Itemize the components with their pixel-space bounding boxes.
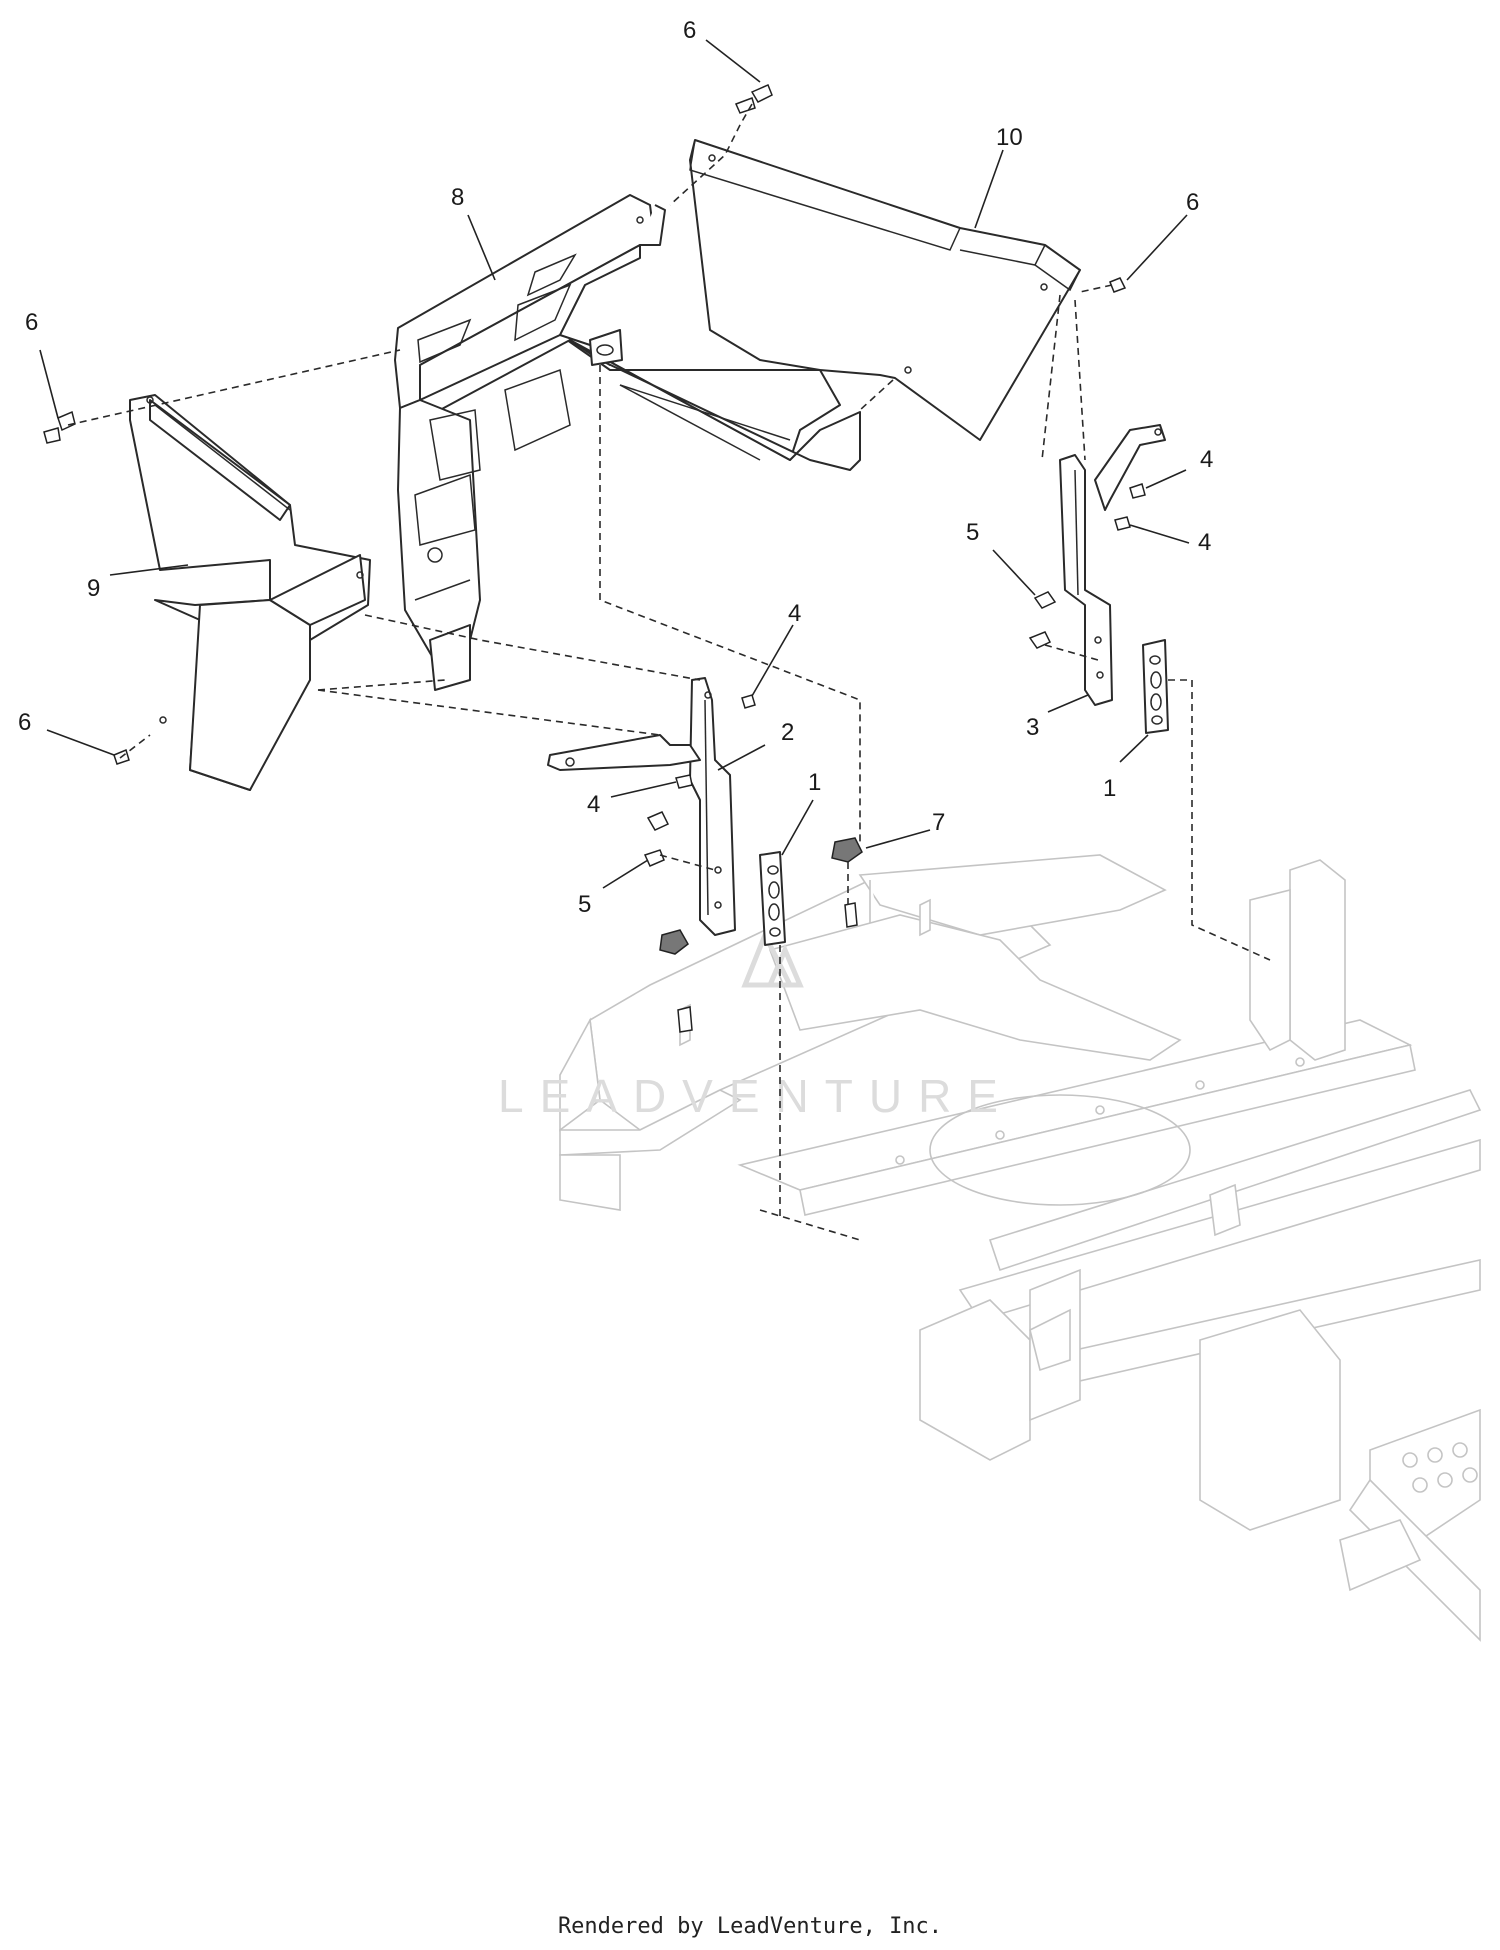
callout-4-right-top: 4 [1200, 446, 1213, 473]
callouts: 6 10 8 6 6 9 6 4 2 4 5 7 1 4 4 5 3 1 [18, 17, 1213, 918]
callout-5-right: 5 [966, 519, 979, 546]
callout-5-left: 5 [578, 891, 591, 918]
chassis-frame [559, 854, 1482, 1642]
part-9-side-guard [129, 394, 371, 791]
callout-4-right-mid: 4 [1198, 529, 1211, 556]
callout-9: 9 [87, 575, 100, 602]
callout-4-left-mid: 4 [587, 791, 600, 818]
watermark-text: LEADVENTURE [498, 1070, 1014, 1122]
callout-6-left: 6 [25, 309, 38, 336]
callout-4-left-top: 4 [788, 600, 801, 627]
callout-1-left: 1 [808, 769, 821, 796]
callout-10: 10 [996, 124, 1023, 151]
callout-6-right: 6 [1186, 189, 1199, 216]
callout-6-bottom: 6 [18, 709, 31, 736]
callout-2: 2 [781, 719, 794, 746]
footer-credit: Rendered by LeadVenture, Inc. [557, 1914, 943, 1939]
part-8-seat-pan [394, 194, 861, 691]
callout-7: 7 [932, 809, 945, 836]
hardware [43, 84, 1146, 1033]
leader-lines [39, 39, 1190, 889]
assembly-lines [67, 103, 1271, 1241]
watermark: LEADVENTURE [498, 928, 1014, 1122]
part-1-right-plate [1142, 639, 1169, 734]
part-3-right-bracket [1059, 424, 1166, 706]
callout-6-top: 6 [683, 17, 696, 44]
part-2-left-bracket [547, 677, 736, 936]
part-1-left-plate [759, 851, 786, 946]
callout-3: 3 [1026, 714, 1039, 741]
callout-8: 8 [451, 184, 464, 211]
part-10-shield-plate [689, 139, 1081, 441]
callout-1-right: 1 [1103, 775, 1116, 802]
